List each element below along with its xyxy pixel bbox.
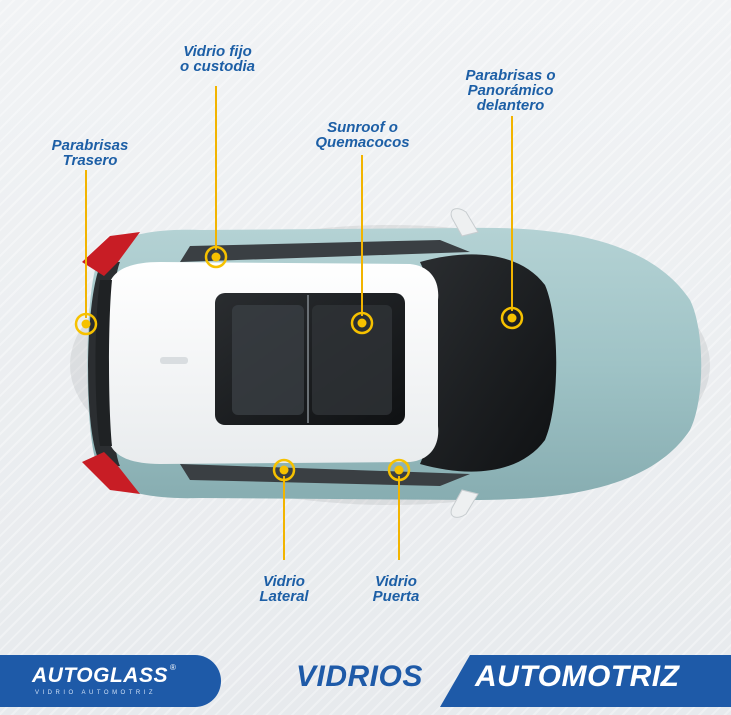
- label-fixed-glass-line1: Vidrio fijo: [183, 43, 252, 60]
- label-rear-windshield: Parabrisas Trasero: [40, 138, 140, 168]
- label-rear-windshield-line2: Trasero: [62, 152, 118, 169]
- tail-light-bottom: [82, 452, 140, 494]
- label-side-glass-line2: Lateral: [259, 588, 309, 605]
- label-sunroof: Sunroof o Quemacocos: [300, 120, 425, 150]
- label-side-glass: Vidrio Lateral: [244, 574, 324, 604]
- brand-name: AUTOGLASS: [32, 664, 168, 687]
- sunroof-inner-right: [312, 305, 392, 415]
- label-door-glass-line1: Vidrio: [375, 573, 417, 590]
- label-front-windshield: Parabrisas o Panorámico delantero: [448, 68, 573, 113]
- label-sunroof-line1: Sunroof o: [327, 119, 398, 136]
- label-side-glass-line1: Vidrio: [263, 573, 305, 590]
- rear-glass-panel: [95, 280, 112, 446]
- footer-title-word1: VIDRIOS: [296, 660, 423, 693]
- label-front-windshield-line3: delantero: [476, 97, 545, 114]
- label-front-windshield-line1: Parabrisas o: [465, 67, 556, 84]
- label-door-glass-line2: Puerta: [372, 588, 420, 605]
- brand-registered-mark: ®: [170, 663, 176, 672]
- label-fixed-glass: Vidrio fijo o custodia: [160, 44, 275, 74]
- label-sunroof-line2: Quemacocos: [315, 134, 410, 151]
- door-handle: [160, 357, 188, 364]
- brand-tagline: VIDRIO AUTOMOTRIZ: [35, 690, 157, 696]
- sunroof-inner-left: [232, 305, 304, 415]
- side-window-top: [180, 240, 470, 262]
- left-mirror: [450, 208, 479, 237]
- brand-logo-box: AUTOGLASS ® VIDRIO AUTOMOTRIZ: [0, 655, 221, 707]
- label-fixed-glass-line2: o custodia: [179, 58, 255, 75]
- footer-title-word2: AUTOMOTRIZ: [475, 660, 680, 693]
- windshield-glass: [420, 254, 557, 472]
- label-front-windshield-line2: Panorámico: [467, 82, 554, 99]
- label-rear-windshield-line1: Parabrisas: [51, 137, 129, 154]
- right-mirror: [450, 489, 479, 518]
- footer-title-banner: [440, 655, 731, 707]
- tail-light-top: [82, 232, 140, 276]
- label-door-glass: Vidrio Puerta: [356, 574, 436, 604]
